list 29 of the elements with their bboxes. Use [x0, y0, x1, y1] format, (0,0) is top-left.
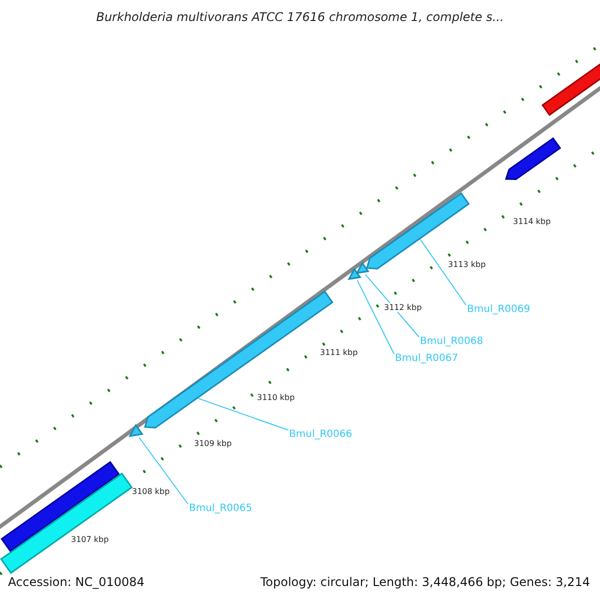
footer-text: Topology: circular; Length: 3,448,466 bp; Genes: 3,214 — [260, 575, 590, 589]
footer-text: Accession: NC_010084 — [8, 575, 144, 589]
leader-line — [364, 274, 420, 338]
gene-feature — [128, 424, 143, 437]
tick-label: 3112 kbp — [384, 303, 422, 312]
leader-line — [138, 437, 188, 504]
tick-label: 3108 kbp — [132, 487, 170, 496]
gene-feature — [366, 192, 470, 270]
leader-line — [356, 280, 394, 354]
gene-label: Bmul_R0068 — [420, 336, 484, 347]
tick-label: 3111 kbp — [320, 348, 358, 357]
tick-label: 3114 kbp — [513, 217, 551, 226]
gene-label: Bmul_R0067 — [395, 353, 458, 364]
gene-feature — [541, 64, 600, 116]
gene-feature — [0, 460, 120, 552]
tick-label: 3113 kbp — [448, 260, 486, 269]
tick-label: 3110 kbp — [257, 393, 295, 402]
gene-feature — [504, 137, 562, 180]
gene-label: Bmul_R0065 — [189, 503, 252, 514]
tick-label: 3107 kbp — [71, 535, 109, 544]
gene-feature — [0, 472, 133, 574]
tick-label: 3109 kbp — [194, 439, 232, 448]
gene-label: Bmul_R0069 — [467, 304, 530, 315]
gene-feature — [356, 262, 369, 274]
gene-label: Bmul_R0066 — [289, 429, 352, 440]
gene-feature — [348, 268, 361, 280]
leader-line — [420, 238, 466, 306]
leader-line — [198, 398, 288, 430]
diagram-title: Burkholderia multivorans ATCC 17616 chromosome 1, complete s... — [95, 10, 505, 24]
